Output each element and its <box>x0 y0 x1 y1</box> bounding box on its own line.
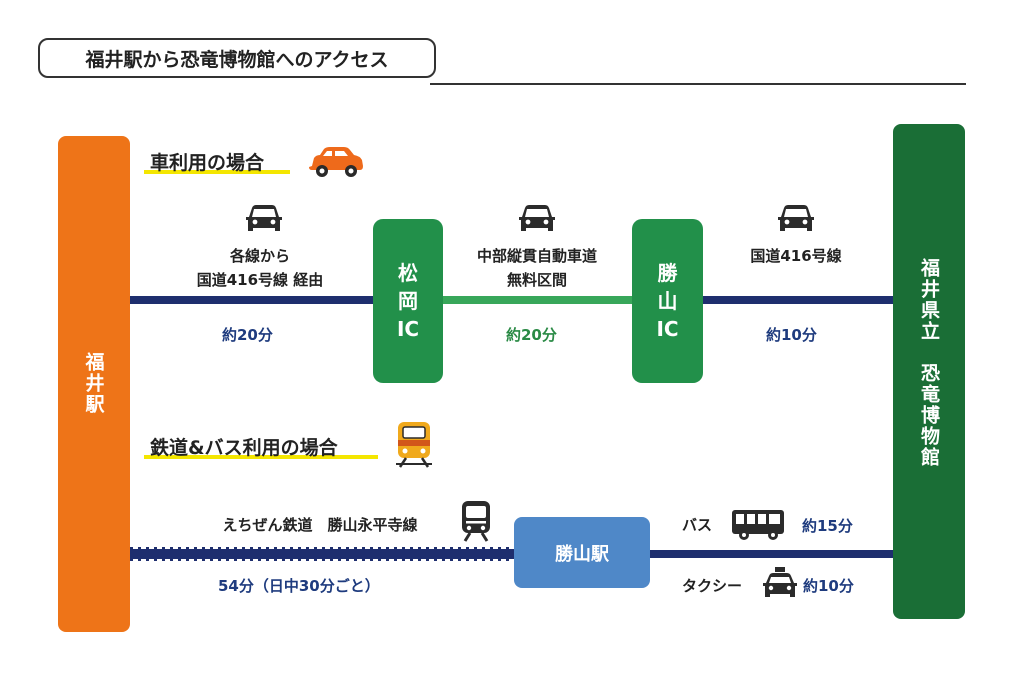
fukui-station-bar: 福井駅 <box>58 136 130 632</box>
route-fukui-matsuoka <box>130 296 375 304</box>
segment1-description: 各線から 国道416号線 経由 <box>196 247 324 289</box>
segment2-description: 中部縦貫自動車道 無料区間 <box>476 247 597 289</box>
car-section-label: 車利用の場合 <box>150 152 265 174</box>
page-title: 福井駅から恐竜博物館へのアクセス <box>38 38 436 78</box>
bus-icon <box>731 509 785 541</box>
museum-label: 福井県立 恐竜博物館 <box>918 258 940 468</box>
train-icon <box>459 500 493 542</box>
route-expressway <box>443 296 633 304</box>
train-line-label: えちぜん鉄道 勝山永平寺線 <box>222 516 418 534</box>
katsuyama-station-label: 勝山駅 <box>555 543 609 565</box>
matsuoka-ic: 松 岡 IC <box>373 219 443 383</box>
car-front-icon <box>776 204 816 236</box>
segment1-time: 約20分 <box>222 326 273 344</box>
route-katsuyama-st-museum <box>650 550 893 558</box>
bus-time: 約15分 <box>802 517 853 535</box>
bus-label: バス <box>682 516 713 534</box>
taxi-time: 約10分 <box>803 577 854 595</box>
katsuyama-ic-label: 勝 山 IC <box>656 261 679 341</box>
car-front-icon <box>244 204 284 236</box>
title-rule <box>430 83 966 85</box>
museum-bar: 福井県立 恐竜博物館 <box>893 124 965 619</box>
segment2-time: 約20分 <box>506 326 557 344</box>
taxi-icon <box>761 567 799 599</box>
segment3-description: 国道416号線 <box>750 247 842 265</box>
matsuoka-ic-label: 松 岡 IC <box>396 261 420 341</box>
train-icon <box>392 420 436 468</box>
rail-section-label: 鉄道&バス利用の場合 <box>150 437 338 459</box>
segment3-time: 約10分 <box>766 326 817 344</box>
route-katsuyama-museum <box>703 296 893 304</box>
car-front-icon <box>517 204 557 236</box>
rail-label-highlight <box>144 455 378 459</box>
car-label-highlight <box>144 170 290 174</box>
fukui-station-label: 福井駅 <box>82 352 105 415</box>
train-time: 54分（日中30分ごと） <box>218 577 380 595</box>
orange-car-icon <box>306 146 366 178</box>
railway-line <box>130 549 515 559</box>
katsuyama-ic: 勝 山 IC <box>632 219 703 383</box>
taxi-label: タクシー <box>682 577 743 595</box>
katsuyama-station: 勝山駅 <box>514 517 650 588</box>
